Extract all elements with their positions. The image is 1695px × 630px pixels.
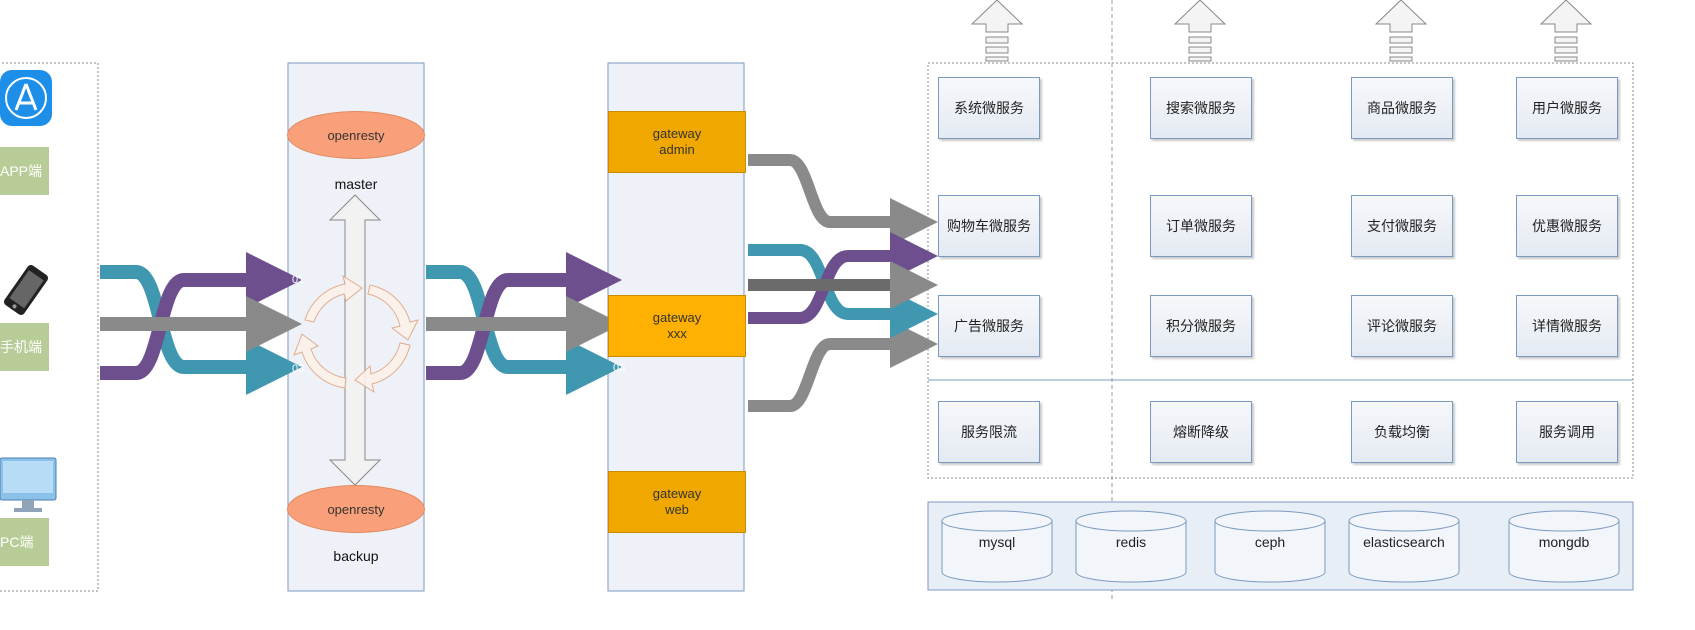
pc-monitor-icon xyxy=(0,457,57,512)
pc-client-label: PC端 xyxy=(0,518,49,566)
gateway-web-line1: gateway xyxy=(652,486,702,501)
port-label-left-top: 01 xyxy=(292,274,305,286)
crossing-arrows-1 xyxy=(100,252,302,395)
db-mongdb-label: mongdb xyxy=(1538,534,1590,550)
db-ceph xyxy=(1214,510,1326,583)
service-ads: 广告微服务 xyxy=(938,295,1040,357)
governance-circuit-breaker: 熔断降级 xyxy=(1150,401,1252,463)
service-search: 搜索微服务 xyxy=(1150,77,1252,139)
service-payment: 支付微服务 xyxy=(1351,195,1453,257)
gateway-xxx: gateway xxx xyxy=(608,295,746,357)
app-client-label: APP端 xyxy=(0,147,49,195)
clients-boundary xyxy=(0,62,99,592)
service-review: 评论微服务 xyxy=(1351,295,1453,357)
service-system: 系统微服务 xyxy=(938,77,1040,139)
sync-cycle-arrows xyxy=(293,274,419,394)
mobile-client-label: 手机端 xyxy=(0,323,49,371)
service-coupon: 优惠微服务 xyxy=(1516,195,1618,257)
gateway-admin: gateway admin xyxy=(608,111,746,173)
gateway-admin-line1: gateway xyxy=(652,126,702,141)
governance-load-balance: 负载均衡 xyxy=(1351,401,1453,463)
port-label-mid-bottom: 03 xyxy=(613,362,626,374)
mobile-phone-icon xyxy=(3,265,49,315)
gateway-xxx-line2: xxx xyxy=(667,326,687,341)
db-ceph-label: ceph xyxy=(1254,534,1286,550)
gateway-web: gateway web xyxy=(608,471,746,533)
db-redis xyxy=(1075,510,1187,583)
backup-label: backup xyxy=(333,548,379,564)
gateway-xxx-line1: gateway xyxy=(652,310,702,325)
db-elasticsearch-label: elasticsearch xyxy=(1363,534,1445,550)
gateway-admin-line2: admin xyxy=(659,142,695,157)
gateway-to-services-arrows xyxy=(748,154,938,412)
openresty-master-node: openresty xyxy=(287,111,425,159)
db-redis-label: redis xyxy=(1115,534,1147,550)
service-product: 商品微服务 xyxy=(1351,77,1453,139)
db-mongdb xyxy=(1508,510,1620,583)
crossing-arrows-2 xyxy=(426,252,622,395)
openresty-backup-node: openresty xyxy=(287,485,425,533)
service-detail: 详情微服务 xyxy=(1516,295,1618,357)
service-cart: 购物车微服务 xyxy=(938,195,1040,257)
db-mysql-label: mysql xyxy=(978,534,1016,550)
database-cylinders xyxy=(941,510,1620,583)
db-elasticsearch xyxy=(1348,510,1460,583)
up-arrows xyxy=(970,0,1593,62)
app-store-icon xyxy=(0,70,52,126)
service-points: 积分微服务 xyxy=(1150,295,1252,357)
port-label-left-bottom: 03 xyxy=(292,363,305,375)
service-order: 订单微服务 xyxy=(1150,195,1252,257)
service-user: 用户微服务 xyxy=(1516,77,1618,139)
master-label: master xyxy=(334,176,378,192)
db-mysql xyxy=(941,510,1053,583)
governance-service-call: 服务调用 xyxy=(1516,401,1618,463)
governance-rate-limit: 服务限流 xyxy=(938,401,1040,463)
gateway-web-line2: web xyxy=(665,502,689,517)
